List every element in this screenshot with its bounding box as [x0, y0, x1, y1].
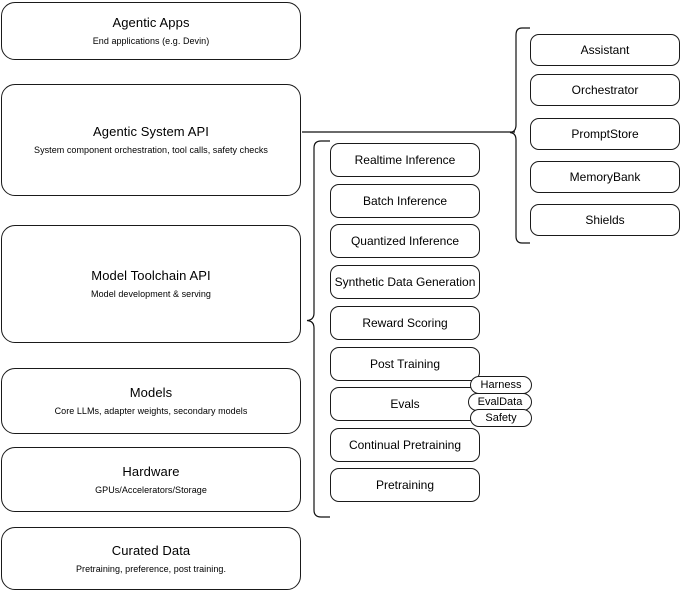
agentic-item-shields[interactable]: Shields	[530, 204, 680, 236]
chip-label: Assistant	[580, 42, 630, 57]
chip-label: Quantized Inference	[350, 233, 460, 248]
toolchain-item-pretraining[interactable]: Pretraining	[330, 468, 480, 502]
layer-subtitle: GPUs/Accelerators/Storage	[95, 484, 207, 495]
evals-badge-harness[interactable]: Harness	[470, 376, 532, 394]
layer-title: Hardware	[122, 463, 180, 479]
chip-label: Batch Inference	[362, 193, 448, 208]
agentic-item-orchestrator[interactable]: Orchestrator	[530, 74, 680, 106]
layer-title: Agentic System API	[93, 124, 209, 139]
layer-hardware[interactable]: Hardware GPUs/Accelerators/Storage	[1, 447, 301, 512]
layer-subtitle: System component orchestration, tool cal…	[34, 145, 268, 155]
brace-toolchain-components	[306, 140, 330, 518]
layer-title: Curated Data	[111, 542, 191, 558]
layer-model-toolchain-api[interactable]: Model Toolchain API Model development & …	[1, 225, 301, 343]
layer-curated-data[interactable]: Curated Data Pretraining, preference, po…	[1, 527, 301, 590]
layer-title: Model Toolchain API	[91, 268, 211, 283]
layer-subtitle: Core LLMs, adapter weights, secondary mo…	[54, 406, 248, 416]
layer-subtitle: Pretraining, preference, post training.	[75, 563, 227, 574]
toolchain-item-realtime-inference[interactable]: Realtime Inference	[330, 143, 480, 177]
brace-agentic-components	[509, 27, 530, 244]
chip-label: Evals	[390, 396, 420, 411]
badge-label: EvalData	[477, 395, 523, 408]
chip-label: MemoryBank	[569, 169, 641, 184]
chip-label: Synthetic Data Generation	[334, 274, 476, 289]
chip-label: Orchestrator	[571, 82, 639, 97]
evals-badge-safety[interactable]: Safety	[470, 409, 532, 427]
toolchain-item-reward-scoring[interactable]: Reward Scoring	[330, 306, 480, 340]
toolchain-item-continual-pretraining[interactable]: Continual Pretraining	[330, 428, 480, 462]
agentic-item-assistant[interactable]: Assistant	[530, 34, 680, 66]
toolchain-item-quantized-inference[interactable]: Quantized Inference	[330, 224, 480, 258]
agentic-item-promptstore[interactable]: PromptStore	[530, 118, 680, 150]
layer-subtitle: End applications (e.g. Devin)	[92, 36, 210, 46]
chip-label: Reward Scoring	[362, 315, 448, 330]
toolchain-item-evals[interactable]: Evals	[330, 387, 480, 421]
chip-label: PromptStore	[571, 126, 639, 141]
chip-label: Pretraining	[375, 477, 435, 492]
layer-agentic-system-api[interactable]: Agentic System API System component orch…	[1, 84, 301, 196]
toolchain-item-post-training[interactable]: Post Training	[330, 347, 480, 381]
toolchain-item-batch-inference[interactable]: Batch Inference	[330, 184, 480, 218]
layer-subtitle: Model development & serving	[91, 289, 211, 299]
badge-label: Harness	[480, 378, 522, 391]
layer-agentic-apps[interactable]: Agentic Apps End applications (e.g. Devi…	[1, 2, 301, 60]
badge-label: Safety	[485, 411, 517, 424]
chip-label: Continual Pretraining	[348, 437, 462, 452]
layer-title: Models	[129, 385, 173, 400]
toolchain-item-synthetic-data-generation[interactable]: Synthetic Data Generation	[330, 265, 480, 299]
chip-label: Shields	[585, 212, 625, 227]
layer-title: Agentic Apps	[112, 15, 190, 30]
layer-models[interactable]: Models Core LLMs, adapter weights, secon…	[1, 368, 301, 434]
chip-label: Post Training	[369, 356, 441, 371]
chip-label: Realtime Inference	[354, 152, 456, 167]
agentic-item-memorybank[interactable]: MemoryBank	[530, 161, 680, 193]
